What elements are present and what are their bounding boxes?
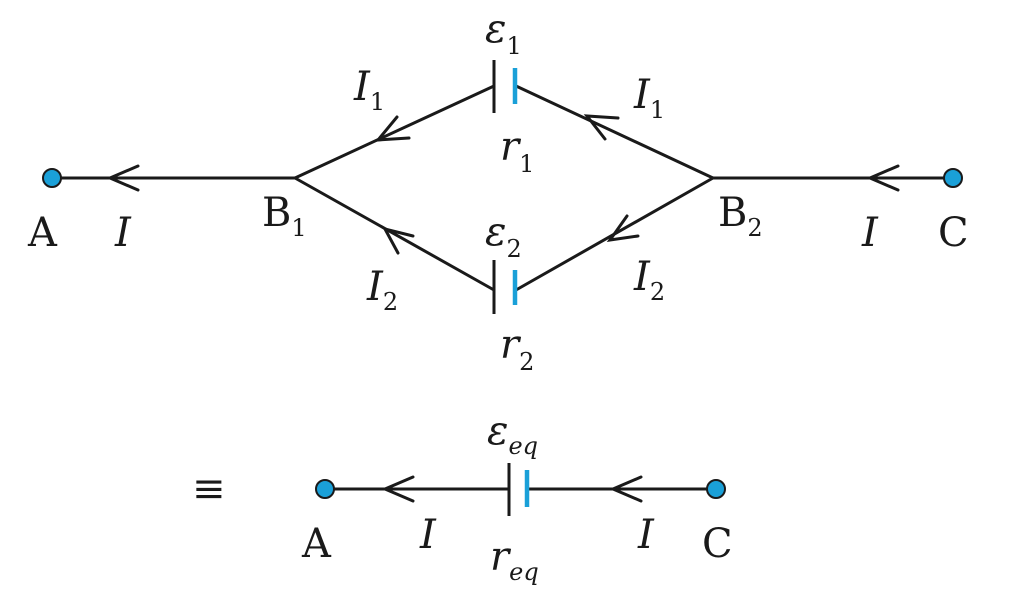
arrow-left-icon: [381, 475, 415, 503]
label-current-i: I: [114, 210, 132, 256]
label-current-i: I: [861, 210, 879, 256]
arrow-left-icon: [609, 475, 643, 503]
cell-1: [492, 60, 518, 113]
terminal-a: [42, 168, 62, 188]
label-a: A: [27, 210, 58, 256]
label-current-i: I: [637, 512, 655, 558]
label-i1-left: I1: [353, 64, 385, 116]
label-i2-right: I2: [633, 254, 665, 306]
label-emf-2: ε2: [485, 209, 522, 263]
label-emf-1: ε1: [485, 6, 522, 60]
wire-b1-cell1: [293, 84, 496, 180]
label-emf-eq: εeq: [487, 408, 538, 460]
top-circuit: A C I I B1 B2 ε1 r1 ε2 r2 I1 I1 I2 I2: [27, 6, 969, 376]
arrow-icon: [374, 115, 411, 142]
label-c: C: [938, 210, 969, 256]
equivalent-circuit: ≡ A C I I εeq req: [192, 408, 733, 586]
terminal-c: [943, 168, 963, 188]
equivalence-symbol: ≡: [192, 466, 226, 512]
label-a: A: [301, 521, 332, 567]
terminal-c: [706, 479, 726, 499]
arrow-icon: [382, 226, 415, 255]
cell-2: [492, 260, 518, 314]
label-c: C: [702, 521, 733, 567]
wire-cell1-b2: [514, 84, 715, 180]
arrow-icon: [583, 114, 620, 141]
arrow-icon: [606, 214, 640, 242]
arrow-left-icon: [106, 164, 140, 192]
label-r-1: r1: [500, 124, 534, 178]
label-i1-right: I1: [633, 72, 665, 124]
label-b2: B2: [718, 190, 763, 242]
label-current-i: I: [419, 512, 437, 558]
label-r-2: r2: [500, 322, 534, 376]
wire-b1-cell2: [293, 176, 496, 292]
label-i2-left: I2: [366, 264, 398, 316]
terminal-a: [315, 479, 335, 499]
label-r-eq: req: [490, 534, 539, 586]
label-b1: B1: [262, 190, 307, 242]
cell-eq: [507, 463, 530, 516]
arrow-left-icon: [866, 164, 900, 192]
